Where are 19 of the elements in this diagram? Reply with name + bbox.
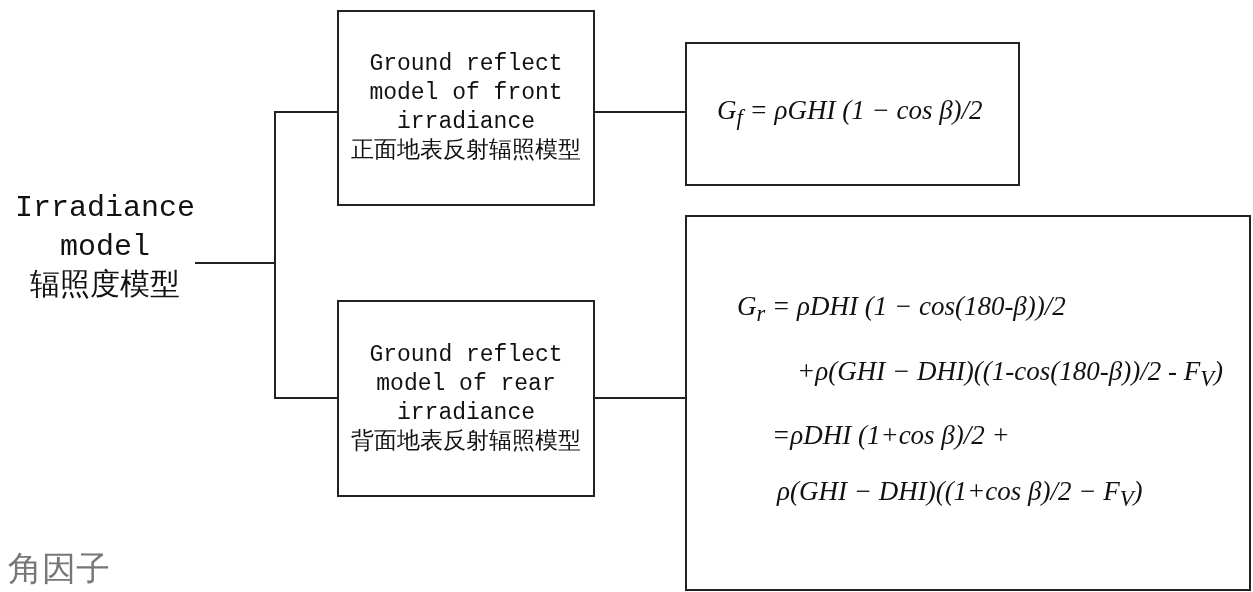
connector-line <box>594 111 686 113</box>
formula-line: +ρ(GHI − DHI)((1-cos(180-β))/2 - F$_{V}$) <box>797 354 1223 394</box>
formula-line: =ρDHI (1+cos β)/2 + <box>772 419 1010 453</box>
formula-box <box>685 42 1020 186</box>
process-box <box>337 10 595 206</box>
english-label: Ground reflect model of rear irradiance <box>368 340 564 428</box>
english-label: Irradiance model <box>14 190 196 266</box>
connector-line <box>194 262 338 399</box>
chinese-label: 辐照度模型 <box>30 267 180 305</box>
formula-line: ρ(GHI − DHI)((1+cos β)/2 − F$_{V}$) <box>777 475 1143 514</box>
process-box <box>337 300 595 497</box>
connector-line <box>594 397 686 399</box>
formula-line: G$_{f}$ = ρGHI (1 − cos β)/2 <box>717 93 983 133</box>
note-label: 角因子 <box>8 548 110 588</box>
english-label: Ground reflect model of front irradiance <box>368 50 564 137</box>
chinese-label: 背面地表反射辐照模型 <box>351 427 581 457</box>
formula-line: G$_{r}$ = ρDHI (1 − cos(180-β))/2 <box>737 290 1066 329</box>
formula-box <box>685 215 1251 591</box>
chinese-label: 正面地表反射辐照模型 <box>351 137 581 166</box>
